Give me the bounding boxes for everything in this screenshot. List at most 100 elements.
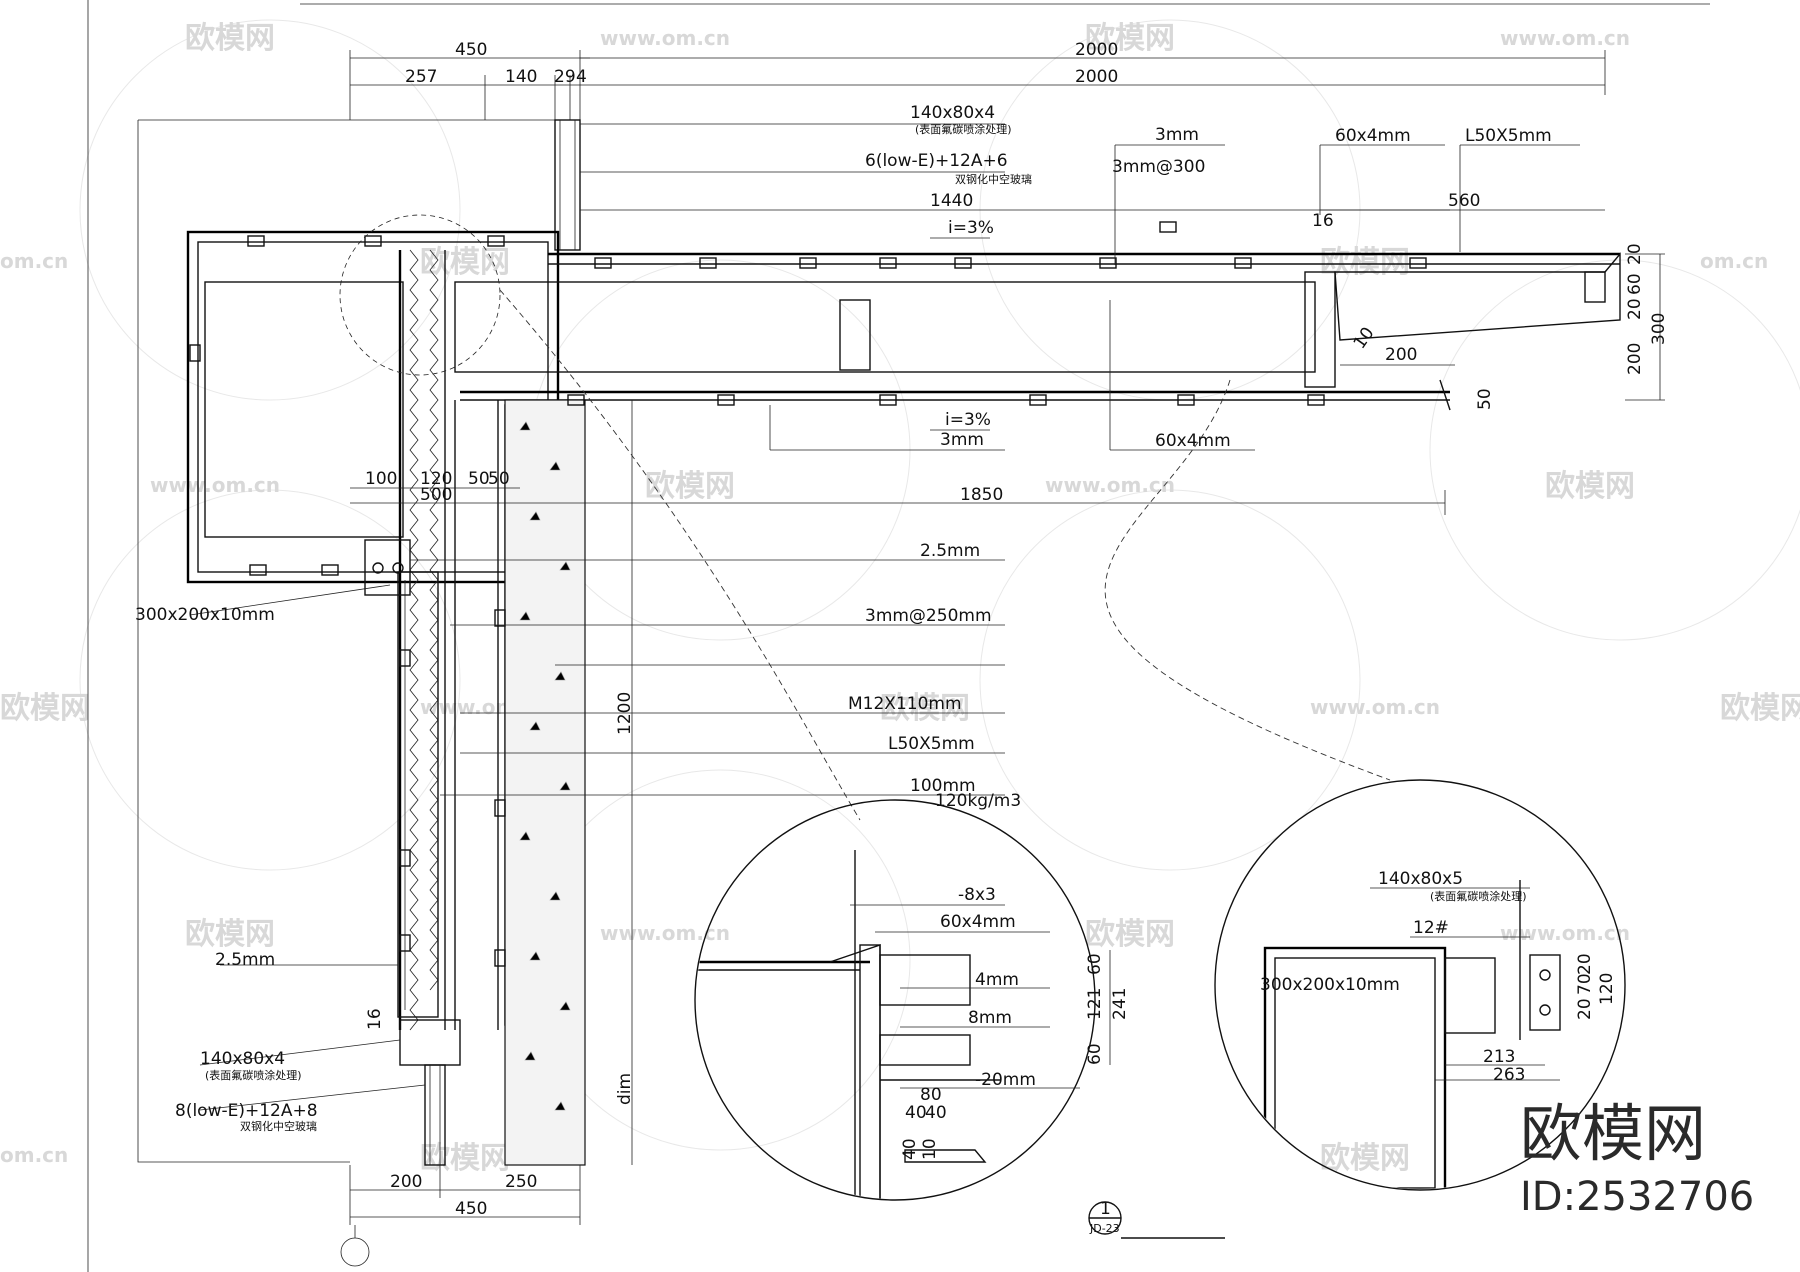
watermark-logo: 欧模网 <box>645 469 735 504</box>
callout-square-tube-60x4: 60x4mm <box>1335 126 1411 146</box>
detail-a-dim-80: 80 <box>920 1085 942 1105</box>
detail-a-square-tube: 60x4mm <box>940 912 1016 932</box>
watermark-logo: 欧模网 <box>185 21 275 56</box>
dim-16: 16 <box>1312 211 1334 231</box>
watermark-url: om.cn <box>0 1143 68 1167</box>
dim-1440: 1440 <box>930 191 973 211</box>
watermark-url: www.om.cn <box>150 473 280 497</box>
dim-257: 257 <box>405 67 437 87</box>
detail-b-dim-20b: 20 <box>1575 998 1595 1020</box>
dim-20-b: 20 <box>1625 298 1645 320</box>
detail-a-dim-40b: 40 <box>925 1103 947 1123</box>
concrete-hatch <box>519 421 571 1111</box>
callout-rock-wool-100mm: 100mm <box>910 776 976 796</box>
bottom-dimensions: 200 250 450 <box>340 1165 581 1267</box>
callout-al-plate-2-5mm-left: 2.5mm <box>215 950 275 970</box>
detail-b-beam-300x200x10: 300x200x10mm <box>1260 975 1400 995</box>
dim-140: 140 <box>505 67 537 87</box>
top-callouts: 140x80x4 (表面氟碳喷涂处理) 6(low-E)+12A+6 双钢化中空… <box>580 103 1580 451</box>
watermark-url: www.om.cn <box>600 26 730 50</box>
brand-name: 欧模网 <box>1520 1097 1706 1170</box>
detail-b-dim-120: 120 <box>1597 973 1617 1005</box>
watermark-layer: 欧模网 www.om.cn 欧模网 www.om.cn om.cn 欧模网 欧模… <box>0 19 1800 1176</box>
dim-500: 500 <box>420 485 452 505</box>
callout-steel-tube-140x80x4: 140x80x4 <box>910 103 995 123</box>
detail-a-dim-40: 40 <box>905 1103 927 1123</box>
dim-100: 100 <box>365 469 397 489</box>
dim-450-top: 450 <box>455 40 487 60</box>
callout-stiffener-3mm-250: 3mm@250mm <box>865 606 992 626</box>
watermark-logo: 欧模网 <box>185 917 275 952</box>
callout-al-plate-3mm-soffit: 3mm <box>940 430 984 450</box>
dim-50-c: 50 <box>488 469 510 489</box>
dim-20-a: 20 <box>1625 243 1645 265</box>
detail-a-plate-20mm: -20mm <box>975 1070 1036 1090</box>
dim-50: 50 <box>1475 388 1495 410</box>
callout-stiffener-3mm-300: 3mm@300 <box>1112 157 1205 177</box>
watermark-logo: 欧模网 <box>1085 21 1175 56</box>
main-section <box>137 119 1621 1166</box>
detail-b-dim-213: 213 <box>1483 1047 1515 1067</box>
watermark-logo: 欧模网 <box>1085 917 1175 952</box>
watermark-logo: 欧模网 <box>0 691 90 726</box>
sheet-frame <box>87 0 1710 1272</box>
detail-a-plate-8mm: 8mm <box>968 1008 1012 1028</box>
watermark-url: www.om.cn <box>600 921 730 945</box>
detail-a-dim-10: 10 <box>920 1138 940 1160</box>
detail-a-plate-8x3: -8x3 <box>958 885 996 905</box>
dim-29: 29 <box>554 67 576 87</box>
callout-glass-6-12a-6: 6(low-E)+12A+6 <box>865 151 1008 171</box>
watermark-logo: 欧模网 <box>1720 691 1800 726</box>
bolt-marks <box>189 221 1427 967</box>
callout-al-plate-3mm: 3mm <box>1155 125 1199 145</box>
callout-glass-note: 双钢化中空玻璃 <box>955 172 1032 186</box>
brand-stamp: 欧模网 ID:2532706 <box>1520 1097 1754 1220</box>
watermark-url: om.cn <box>1700 249 1768 273</box>
dim-200-horizontal: 200 <box>1385 345 1417 365</box>
dim-450-bottom: 450 <box>455 1199 487 1219</box>
watermark-logo: 欧模网 <box>1320 245 1410 280</box>
watermark-logo: 欧模网 <box>880 691 970 726</box>
dim-16-b: 16 <box>365 1008 385 1030</box>
watermark-logo: 欧模网 <box>1320 1141 1410 1176</box>
callout-tube-note-left: (表面氟碳喷涂处理) <box>205 1068 302 1082</box>
watermark-logo: 欧模网 <box>1545 469 1635 504</box>
detail-b-dim-20: 20 <box>1575 953 1595 975</box>
sheet-reference: JD-23 <box>1089 1222 1120 1235</box>
detail-a-dim-121: 121 <box>1085 988 1105 1020</box>
detail-a-dim-60-a: 60 <box>1085 953 1105 975</box>
dim-250-bottom: 250 <box>505 1172 537 1192</box>
dim-2000-second: 2000 <box>1075 67 1118 87</box>
watermark-logo: 欧模网 <box>420 245 510 280</box>
callout-al-plate-2-5mm: 2.5mm <box>920 541 980 561</box>
watermark-circles <box>79 19 1800 1151</box>
slope-top: i=3% <box>948 218 994 238</box>
callout-steel-tube-140x80x4-left: 140x80x4 <box>200 1049 285 1069</box>
detail-b-channel-12: 12# <box>1413 918 1449 938</box>
detail-b-dim-263: 263 <box>1493 1065 1525 1085</box>
detail-b: 140x80x5 (表面氟碳喷涂处理) 12# 300x200x10mm 213… <box>1214 779 1626 1191</box>
dim-4: 4 <box>576 67 587 87</box>
watermark-url: www.om.cn <box>1310 695 1440 719</box>
dim-1850: 1850 <box>960 485 1003 505</box>
watermark-url: om.cn <box>0 249 68 273</box>
detail-a-dim-60-b: 60 <box>1085 1043 1105 1065</box>
detail-number: 1 <box>1100 1199 1111 1219</box>
callout-beam-300x200x10: 300x200x10mm <box>135 605 275 625</box>
callout-glass-note-left: 双钢化中空玻璃 <box>240 1119 317 1133</box>
detail-a: -8x3 60x4mm 4mm 8mm -20mm 60 121 241 60 … <box>694 799 1130 1201</box>
callout-square-tube-60x4-b: 60x4mm <box>1155 431 1231 451</box>
dim-10: 10 <box>1350 324 1379 353</box>
callout-rock-wool-density: 120kg/m3 <box>935 791 1021 811</box>
watermark-logo: 欧模网 <box>420 1141 510 1176</box>
callout-glass-8-12a-8: 8(low-E)+12A+8 <box>175 1101 318 1121</box>
top-dimensions: 450 2000 257 140 29 4 2000 <box>349 40 1606 120</box>
detail-b-dim-70: 70 <box>1575 973 1595 995</box>
dim-120: 120 <box>420 469 452 489</box>
callout-steel-tube-note: (表面氟碳喷涂处理) <box>915 122 1012 136</box>
mid-dimensions: 1440 16 560 i=3% 20 60 20 200 300 200 50… <box>350 191 1669 1165</box>
dim-50-b: 50 <box>468 469 490 489</box>
title-block: 1 JD-23 <box>1088 1199 1225 1239</box>
dim-200-right: 200 <box>1625 343 1645 375</box>
